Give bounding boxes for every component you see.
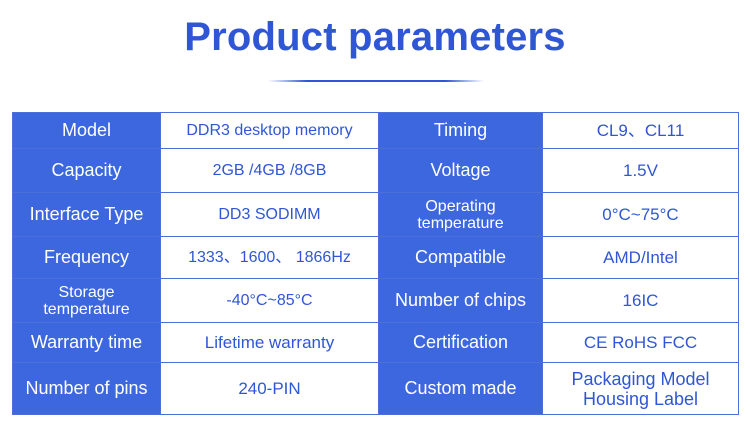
label-line: temperature xyxy=(417,214,504,232)
param-label-number-of-pins: Number of pins xyxy=(12,362,161,415)
param-label-frequency: Frequency xyxy=(12,236,161,279)
table-row: Warranty time Lifetime warranty Certific… xyxy=(12,322,739,363)
param-value-model: DDR3 desktop memory xyxy=(160,112,379,149)
parameters-table: Model DDR3 desktop memory Timing CL9、CL1… xyxy=(12,112,739,415)
param-label-number-of-chips: Number of chips xyxy=(378,278,543,323)
param-label-voltage: Voltage xyxy=(378,148,543,193)
param-value-operating-temperature: 0°C~75°C xyxy=(542,192,739,237)
param-label-storage-temperature: Storage temperature xyxy=(12,278,161,323)
param-value-frequency: 1333、1600、 1866Hz xyxy=(160,236,379,279)
table-row: Capacity 2GB /4GB /8GB Voltage 1.5V xyxy=(12,148,739,193)
table-row: Frequency 1333、1600、 1866Hz Compatible A… xyxy=(12,236,739,279)
page-title: Product parameters xyxy=(184,15,566,59)
param-label-capacity: Capacity xyxy=(12,148,161,193)
param-label-timing: Timing xyxy=(378,112,543,149)
param-label-compatible: Compatible xyxy=(378,236,543,279)
param-label-operating-temperature: Operating temperature xyxy=(378,192,543,237)
table-row: Interface Type DD3 SODIMM Operating temp… xyxy=(12,192,739,237)
param-value-number-of-chips: 16IC xyxy=(542,278,739,323)
param-value-compatible: AMD/Intel xyxy=(542,236,739,279)
param-label-model: Model xyxy=(12,112,161,149)
table-row: Storage temperature -40°C~85°C Number of… xyxy=(12,278,739,323)
value-line: Packaging Model xyxy=(571,368,710,389)
param-value-certification: CE RoHS FCC xyxy=(542,322,739,363)
param-value-number-of-pins: 240-PIN xyxy=(160,362,379,415)
table-row: Model DDR3 desktop memory Timing CL9、CL1… xyxy=(12,112,739,149)
label-line: Storage xyxy=(58,283,115,301)
param-value-storage-temperature: -40°C~85°C xyxy=(160,278,379,323)
param-value-voltage: 1.5V xyxy=(542,148,739,193)
param-label-interface-type: Interface Type xyxy=(12,192,161,237)
param-value-timing: CL9、CL11 xyxy=(542,112,739,149)
value-line: Housing Label xyxy=(582,388,699,409)
label-line: Operating xyxy=(425,197,496,215)
param-label-custom-made: Custom made xyxy=(378,362,543,415)
title-underline xyxy=(268,80,484,82)
param-value-capacity: 2GB /4GB /8GB xyxy=(160,148,379,193)
label-line: temperature xyxy=(43,300,130,318)
param-label-certification: Certification xyxy=(378,322,543,363)
param-value-interface-type: DD3 SODIMM xyxy=(160,192,379,237)
param-value-warranty-time: Lifetime warranty xyxy=(160,322,379,363)
param-value-custom-made: Packaging Model Housing Label xyxy=(542,362,739,415)
param-label-warranty-time: Warranty time xyxy=(12,322,161,363)
table-row: Number of pins 240-PIN Custom made Packa… xyxy=(12,362,739,415)
